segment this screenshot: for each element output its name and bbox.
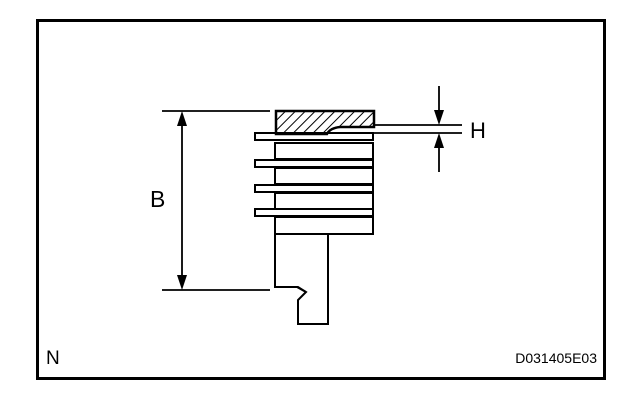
clutch-disc-4 [254, 208, 374, 217]
clutch-plate-3 [274, 192, 374, 210]
dimension-h-label: H [470, 118, 486, 143]
h-arrow-up [434, 133, 444, 148]
clutch-disc-2 [254, 159, 374, 168]
piston-body [274, 233, 329, 325]
clutch-plate-4 [274, 216, 374, 235]
piston-notch [274, 271, 307, 293]
figure-code: D031405E03 [515, 350, 597, 366]
clutch-plate-2 [274, 167, 374, 185]
corner-mark: N [46, 348, 60, 369]
clutch-plate-1 [274, 142, 374, 160]
b-arrow-top [177, 111, 187, 126]
b-arrow-bottom [177, 275, 187, 290]
flange-plate [274, 109, 376, 136]
clutch-disc-3 [254, 184, 374, 193]
figure-frame [36, 19, 606, 380]
dimension-b-label: B [150, 186, 165, 212]
h-arrow-down [434, 110, 444, 125]
